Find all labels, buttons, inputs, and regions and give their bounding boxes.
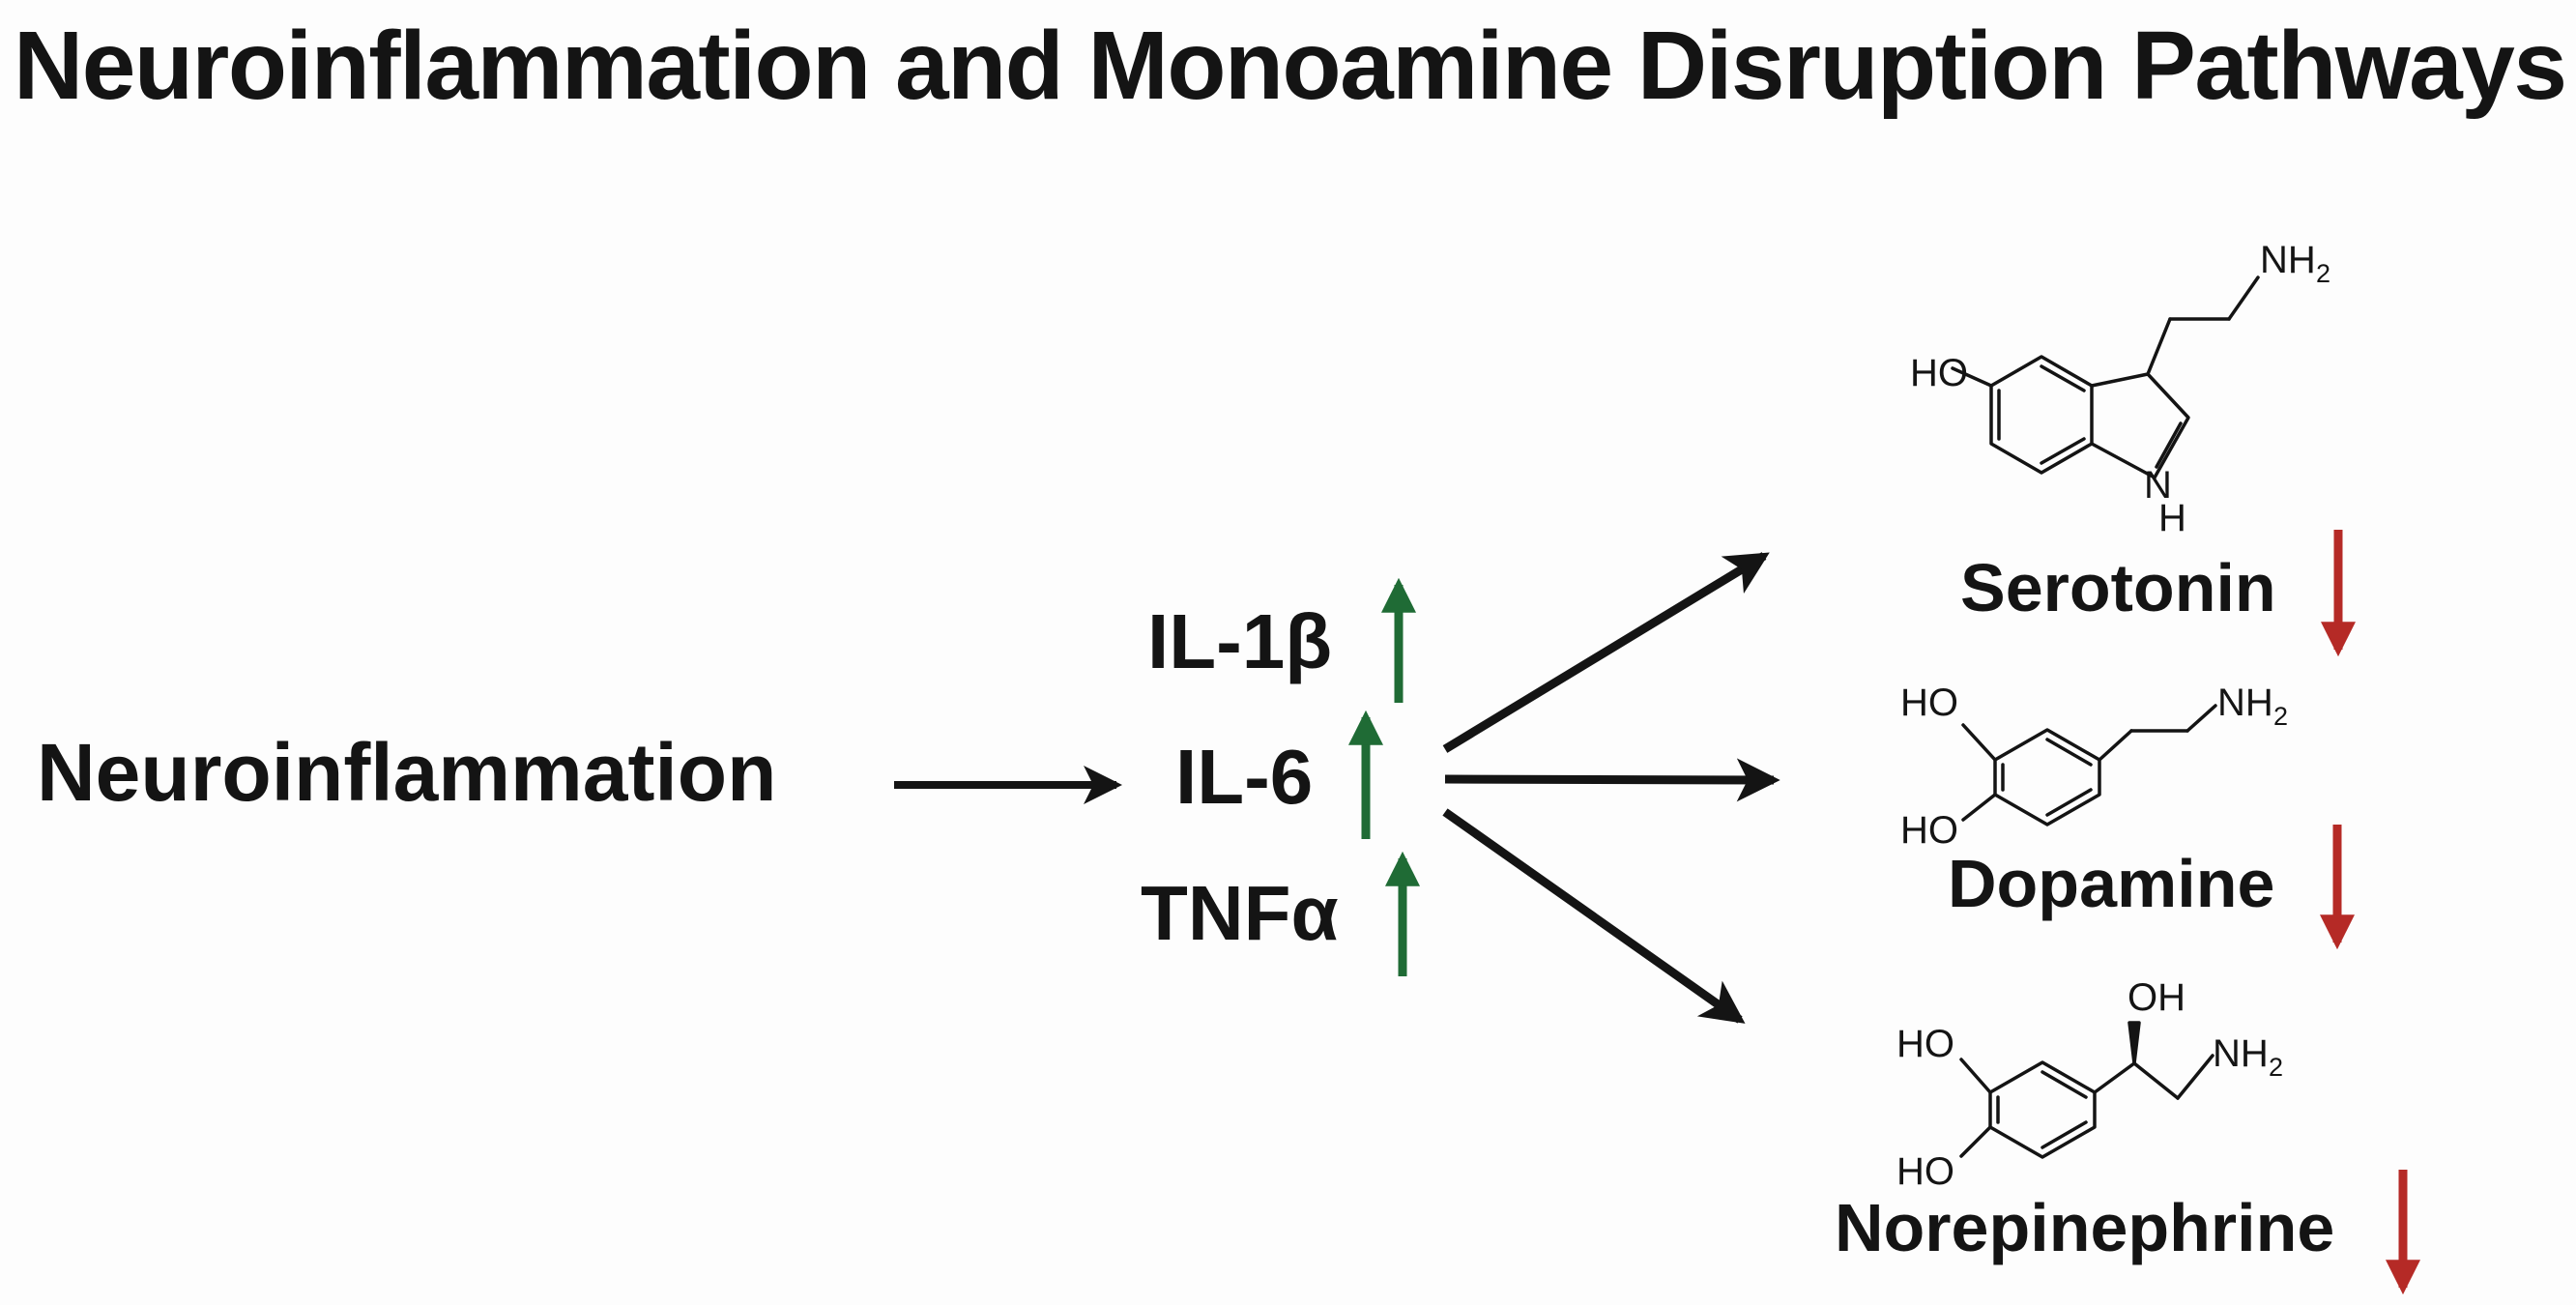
norepinephrine-oh-label: OH bbox=[2127, 976, 2185, 1019]
dopamine-structure: HO HO NH 2 bbox=[1900, 682, 2288, 852]
norepinephrine-structure: HO HO OH NH 2 bbox=[1896, 976, 2283, 1193]
norepinephrine-nh-label: NH bbox=[2213, 1032, 2269, 1075]
arrow-to-serotonin bbox=[1442, 552, 1770, 753]
dopamine-nh-label: NH bbox=[2217, 682, 2273, 724]
norepinephrine-ho-bottom-label: HO bbox=[1896, 1150, 1954, 1193]
serotonin-h-label: H bbox=[2158, 497, 2186, 539]
norepinephrine-ho-top-label: HO bbox=[1896, 1023, 1954, 1065]
arrow-to-norepinephrine bbox=[1442, 808, 1746, 1024]
il1b-label: IL-1β bbox=[1147, 598, 1333, 684]
serotonin-n-label: N bbox=[2144, 464, 2172, 507]
dopamine-label: Dopamine bbox=[1948, 846, 2275, 921]
norepinephrine-label: Norepinephrine bbox=[1835, 1190, 2335, 1265]
dopamine-nh-subscript: 2 bbox=[2273, 702, 2288, 731]
neuroinflammation-label: Neuroinflammation bbox=[37, 727, 777, 818]
dopamine-ho-top-label: HO bbox=[1900, 682, 1958, 724]
dopamine-ho-bottom-label: HO bbox=[1900, 809, 1958, 852]
serotonin-structure: HO NH 2 N H bbox=[1910, 239, 2330, 539]
arrow-to-dopamine bbox=[1444, 758, 1780, 802]
il6-label: IL-6 bbox=[1175, 734, 1314, 820]
diagram-title: Neuroinflammation and Monoamine Disrupti… bbox=[14, 12, 2567, 120]
norepinephrine-nh-subscript: 2 bbox=[2269, 1053, 2283, 1082]
serotonin-nh-label: NH bbox=[2260, 239, 2316, 281]
tnfa-label: TNFα bbox=[1141, 870, 1339, 956]
serotonin-nh-subscript: 2 bbox=[2316, 259, 2330, 288]
serotonin-ho-label: HO bbox=[1910, 352, 1968, 394]
serotonin-label: Serotonin bbox=[1960, 550, 2276, 625]
